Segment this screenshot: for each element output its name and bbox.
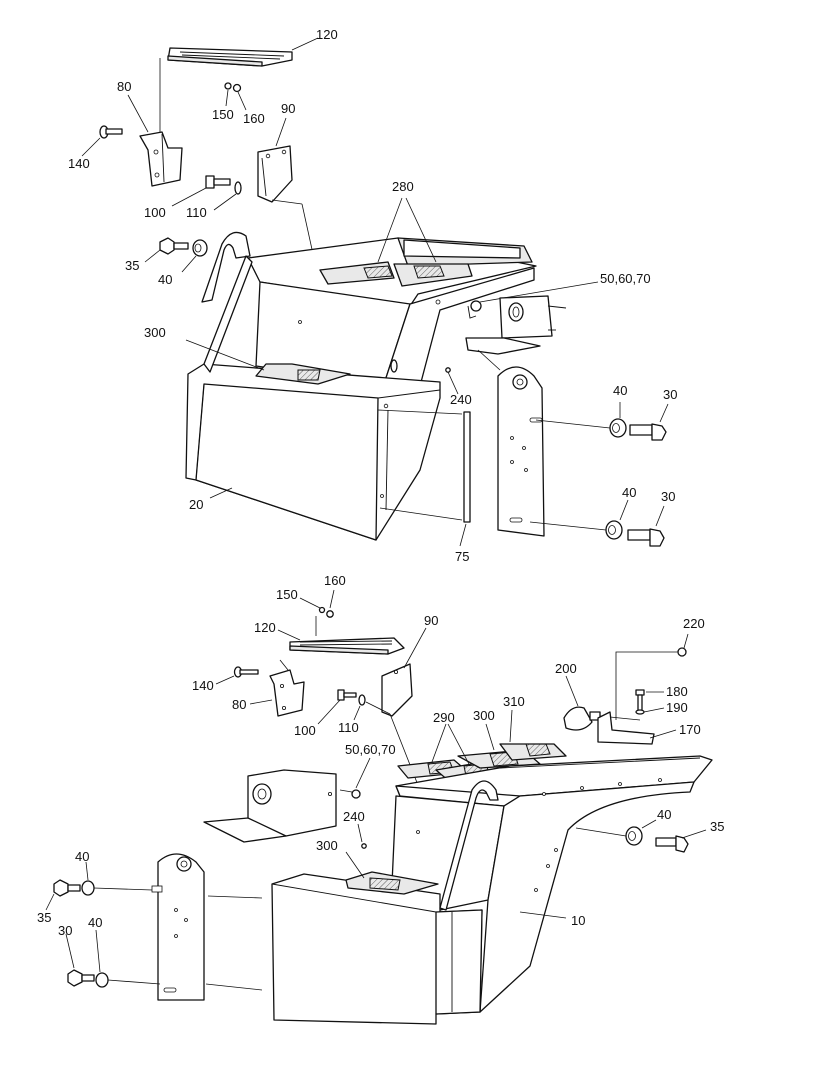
- bracket-80: [127, 94, 183, 187]
- callout-35-b-right: 35: [710, 819, 724, 834]
- top-assembly: [81, 37, 669, 547]
- callout-140-b: 140: [192, 678, 214, 693]
- bolt-35-nut-40: [144, 237, 208, 273]
- bracket-90-bottom: [381, 627, 427, 717]
- callout-120-b: 120: [254, 620, 276, 635]
- callout-90: 90: [281, 101, 295, 116]
- mount-bracket-bottom: [203, 769, 353, 843]
- callout-100: 100: [144, 205, 166, 220]
- nut-40-bolt-30-left: [65, 929, 161, 988]
- mat-300-lower: [345, 851, 439, 895]
- bracket-170: [597, 711, 677, 745]
- callout-40: 40: [158, 272, 172, 287]
- bottom-assembly: [45, 589, 713, 1025]
- bracket-80-bottom: [249, 669, 305, 717]
- callout-75: 75: [455, 549, 469, 564]
- step-plate-120: [159, 37, 319, 150]
- callout-40-b-left: 40: [75, 849, 89, 864]
- callout-100-b: 100: [294, 723, 316, 738]
- callout-40-b-right: 40: [657, 807, 671, 822]
- callout-30-lower: 30: [661, 489, 675, 504]
- callout-labels-bottom: 160 150 120 90 220 140 200 180 80 190 10…: [37, 573, 724, 938]
- callout-80-b: 80: [232, 697, 246, 712]
- bolt-100: [171, 175, 242, 211]
- side-plate-bottom: [151, 853, 263, 1001]
- housing-10: [271, 755, 713, 1025]
- mount-plate: [465, 295, 567, 371]
- nut-150-160-bottom: [299, 589, 335, 636]
- mats-290-300-310: [397, 709, 567, 783]
- knob-50-60-70-bottom: [351, 757, 371, 799]
- callout-280: 280: [392, 179, 414, 194]
- clip-240-bottom: [357, 823, 367, 849]
- grab-handle: [201, 231, 251, 303]
- callout-180-b: 180: [666, 684, 688, 699]
- nut-150-160: [224, 82, 247, 111]
- nut-40-bolt-35-left: [45, 861, 153, 911]
- callout-240-b: 240: [343, 809, 365, 824]
- callout-10-b: 10: [571, 913, 585, 928]
- callout-240: 240: [450, 392, 472, 407]
- callout-190-b: 190: [666, 700, 688, 715]
- callout-50-60-70-b: 50,60,70: [345, 742, 396, 757]
- callout-170-b: 170: [679, 722, 701, 737]
- step-plate-120-bottom: [277, 629, 405, 671]
- nut-40-bolt-30-lower: [529, 499, 665, 547]
- callout-90-b: 90: [424, 613, 438, 628]
- callout-50-60-70: 50,60,70: [600, 271, 651, 286]
- bolt-140-bottom: [215, 666, 259, 685]
- fastener-220: [615, 633, 689, 720]
- callout-35-b-left: 35: [37, 910, 51, 925]
- callout-110-b: 110: [338, 720, 359, 735]
- callout-150: 150: [212, 107, 234, 122]
- callout-140: 140: [68, 156, 90, 171]
- mats-280: [319, 197, 473, 287]
- callout-300-b-top: 300: [473, 708, 495, 723]
- callout-160: 160: [243, 111, 265, 126]
- callout-150-b: 150: [276, 587, 298, 602]
- callout-300: 300: [144, 325, 166, 340]
- mat-300: [185, 339, 351, 385]
- callout-120: 120: [316, 27, 338, 42]
- callout-20: 20: [189, 497, 203, 512]
- callout-30-upper: 30: [663, 387, 677, 402]
- nut-40-bolt-30-upper: [535, 402, 669, 441]
- callout-300-b-lower: 300: [316, 838, 338, 853]
- callout-310-b: 310: [503, 694, 525, 709]
- callout-200-b: 200: [555, 661, 577, 676]
- callout-110: 110: [186, 205, 207, 220]
- callout-30-b-left: 30: [58, 923, 72, 938]
- callout-40-upper: 40: [613, 383, 627, 398]
- clip-240: [390, 359, 459, 395]
- strip-75: [377, 409, 471, 547]
- callout-labels-top: 120 80 150 160 90 140 100 110 280 35 40 …: [68, 27, 677, 564]
- callout-40-lower: 40: [622, 485, 636, 500]
- callout-220-b: 220: [683, 616, 705, 631]
- nut-40-bolt-35-right: [575, 819, 707, 853]
- housing-20: [185, 237, 537, 541]
- callout-80: 80: [117, 79, 131, 94]
- callout-35: 35: [125, 258, 139, 273]
- callout-160-b: 160: [324, 573, 346, 588]
- bolt-180-washer-190: [635, 689, 665, 715]
- side-mount-plate: [497, 366, 545, 537]
- callout-290-b: 290: [433, 710, 455, 725]
- bolt-140: [81, 125, 123, 157]
- callout-40-b-left-lower: 40: [88, 915, 102, 930]
